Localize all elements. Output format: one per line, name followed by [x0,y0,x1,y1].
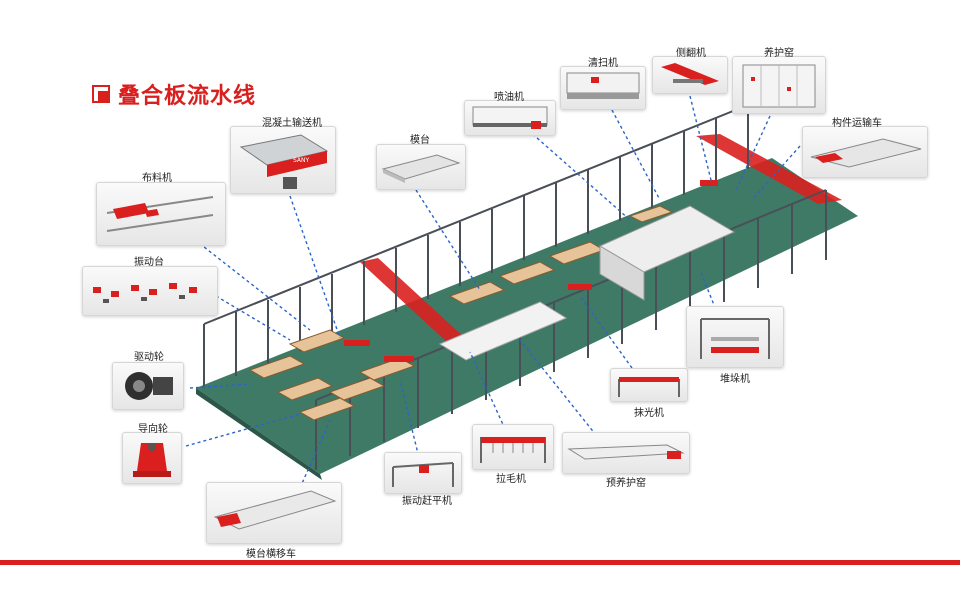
bottom-red-rule [0,560,960,565]
thumb-side-tilter [652,56,728,94]
thumb-stacker [686,306,784,368]
label-vibration-table: 振动台 [134,257,164,268]
conveyor-badge: SANY [293,157,310,164]
thumb-oil-sprayer [464,100,556,136]
thumb-vibration-table [82,266,218,316]
label-stacker: 堆垛机 [720,374,750,385]
label-distributor: 布料机 [142,173,172,184]
thumb-formwork-platform [376,144,466,190]
label-drive-wheel: 驱动轮 [134,352,164,363]
label-cleaner: 清扫机 [588,58,618,69]
drive-wheel-icon [125,372,173,400]
thumb-roughener [472,424,554,470]
formwork-platform-icon [381,154,461,183]
thumb-distributor [96,182,226,246]
vibrating-leveler-icon [392,462,454,487]
label-guide-wheel: 导向轮 [138,424,168,435]
vibration-table-icon [93,283,197,303]
page-title-wrap: 叠合板流水线 [92,78,256,110]
thumb-curing-kiln [732,56,826,114]
page-title: 叠合板流水线 [118,84,257,109]
guide-wheel-icon [133,443,171,477]
component-cart-icon [810,138,922,168]
pre-curing-kiln-body [438,301,568,361]
platform-transfer-icon [213,490,337,530]
oil-sprayer-icon [472,106,548,129]
frame-columns [203,104,827,470]
label-formwork-platform: 模台 [410,135,430,146]
thumb-component-cart [802,126,928,178]
side-tilter-icon [661,63,719,85]
formwork-platforms [248,205,674,421]
title-square-icon [92,85,110,103]
trowel-icon [618,377,680,397]
label-roughener: 拉毛机 [496,474,526,485]
concrete-conveyor-icon: SANY [239,134,329,189]
label-component-cart: 构件运输车 [832,118,882,129]
gantry-rail [360,258,480,356]
label-platform-transfer: 模台横移车 [246,549,296,560]
label-vibrating-leveler: 振动赶平机 [402,496,452,507]
label-pre-curing-kiln: 预养护窑 [606,478,646,489]
label-curing-kiln: 养护窑 [764,48,794,59]
label-trowel: 抹光机 [634,408,664,419]
floor-edge [196,388,322,480]
thumb-cleaner [560,66,646,110]
label-oil-sprayer: 喷油机 [494,92,524,103]
label-concrete-conveyor: 混凝土输送机 [262,118,322,129]
gantry-rail [696,134,842,204]
thumb-trowel [610,368,688,402]
red-machines [344,180,718,362]
thumb-platform-transfer [206,482,342,544]
thumb-pre-curing-kiln [562,432,690,474]
cleaner-icon [566,72,640,99]
thumb-drive-wheel [112,362,184,410]
thumb-vibrating-leveler [384,452,462,494]
stacker-icon [700,318,770,359]
curing-kiln-icon [742,64,816,108]
curing-kiln-front [599,245,645,301]
thumb-guide-wheel [122,432,182,484]
label-side-tilter: 侧翻机 [676,48,706,59]
roughener-icon [480,437,546,463]
distributor-icon [106,196,214,232]
pre-curing-kiln-icon [567,444,685,460]
thumb-concrete-conveyor: SANY [230,126,336,194]
